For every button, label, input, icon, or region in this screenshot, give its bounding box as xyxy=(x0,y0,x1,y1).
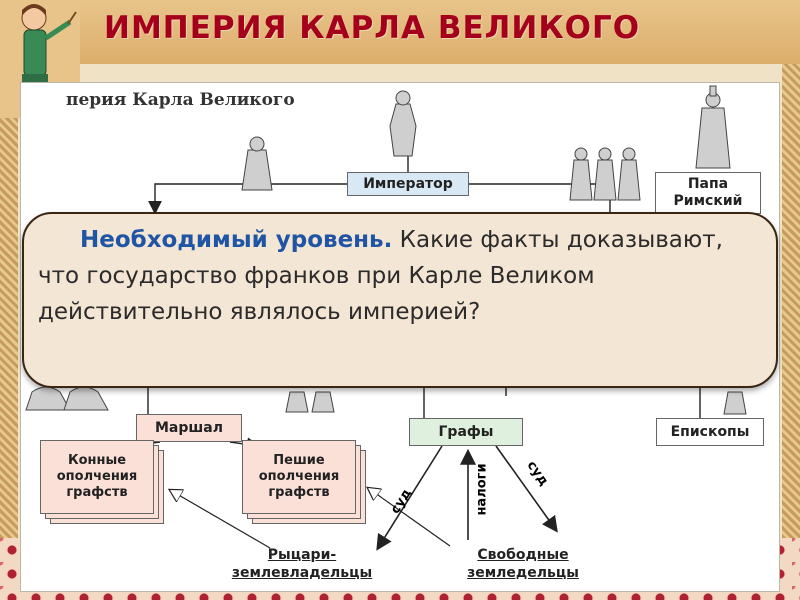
cavalry-stack: Конные ополчения графств xyxy=(40,440,164,524)
infantry-line-2: ополчения xyxy=(258,469,340,484)
pope-line-1: Папа xyxy=(687,176,729,192)
question-level: Необходимый уровень. xyxy=(80,227,393,253)
cavalry-line-3: графств xyxy=(66,485,128,500)
pope-box: Папа Римский xyxy=(655,172,761,214)
infantry-line-1: Пешие xyxy=(273,453,325,468)
header-band xyxy=(0,0,800,64)
farmers-line-2: земледельцы xyxy=(467,565,579,581)
infantry-stack: Пешие ополчения графств xyxy=(242,440,366,524)
farmers-line-1: Свободные xyxy=(477,547,569,563)
left-decor-strip xyxy=(0,64,18,538)
scheme-caption: перия Карла Великого xyxy=(66,90,295,110)
knights-line-1: Рыцари- xyxy=(267,547,337,563)
knights-label: Рыцари- землевладельцы xyxy=(222,546,382,582)
question-text: Необходимый уровень. Какие факты доказыв… xyxy=(38,222,762,378)
arrow-label-taxes: налоги xyxy=(474,463,490,516)
infantry-line-3: графств xyxy=(268,485,330,500)
pope-line-2: Римский xyxy=(673,193,743,209)
counts-box: Графы xyxy=(409,418,523,446)
farmers-label: Свободные земледельцы xyxy=(448,546,598,582)
right-decor-strip xyxy=(782,64,800,538)
marshal-box: Маршал xyxy=(136,414,242,442)
knights-line-2: землевладельцы xyxy=(231,565,373,581)
page-title: ИМПЕРИЯ КАРЛА ВЕЛИКОГО xyxy=(104,10,641,46)
cavalry-line-1: Конные xyxy=(67,453,127,468)
question-card xyxy=(22,212,778,388)
cavalry-line-2: ополчения xyxy=(56,469,138,484)
bishops-box: Епископы xyxy=(656,418,764,446)
emperor-box: Император xyxy=(347,172,469,196)
question-body: Какие факты доказывают, что государство … xyxy=(38,227,723,325)
